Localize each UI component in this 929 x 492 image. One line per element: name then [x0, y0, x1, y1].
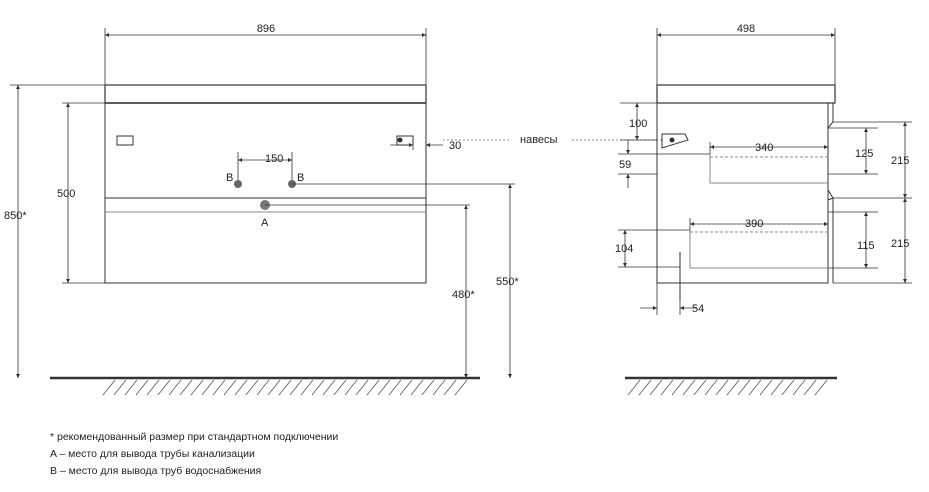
hatch-line: [146, 379, 160, 396]
hatch-line: [267, 379, 281, 396]
front-view: [10, 28, 515, 380]
dim-30: 30: [449, 140, 461, 152]
hatch-line: [245, 379, 259, 396]
hatch-line: [399, 379, 413, 396]
dim-850: 850*: [4, 210, 27, 222]
hatch-line: [671, 379, 685, 396]
hatch-line: [660, 379, 674, 396]
hatch-line: [377, 379, 391, 396]
hatch-line: [289, 379, 303, 396]
hatch-line: [649, 379, 663, 396]
hatch-line: [410, 379, 424, 396]
side-view: [618, 28, 912, 380]
dim-340: 340: [755, 142, 773, 154]
label-a: A: [261, 217, 269, 229]
hatch-line: [388, 379, 402, 396]
front-hanger-left: [116, 135, 134, 146]
hatch-line: [344, 379, 358, 396]
hatch-line: [814, 379, 828, 396]
dim-500: 500: [57, 188, 75, 200]
front-lower-drawer: [104, 197, 427, 284]
hatch-line: [770, 379, 784, 396]
hatch-line: [168, 379, 182, 396]
hatch-line: [256, 379, 270, 396]
hatch-line: [682, 379, 696, 396]
dim-550: 550*: [496, 276, 519, 288]
pipe-b-left: [234, 180, 242, 188]
hatch-line: [421, 379, 435, 396]
hanger-label: навесы: [520, 134, 558, 146]
front-floor-hatch: [102, 379, 468, 396]
hatch-line: [212, 379, 226, 396]
side-lower-drawer: [689, 230, 828, 269]
hatch-line: [715, 379, 729, 396]
dim-115: 115: [857, 240, 875, 252]
front-countertop: [104, 84, 427, 104]
hatch-line: [234, 379, 248, 396]
dim-59: 59: [619, 159, 631, 171]
hatch-line: [748, 379, 762, 396]
hatch-line: [190, 379, 204, 396]
dim-104: 104: [615, 243, 633, 255]
hatch-line: [792, 379, 806, 396]
dim-215-top: 215: [891, 155, 909, 167]
hatch-line: [278, 379, 292, 396]
side-countertop: [656, 84, 836, 104]
dim-480: 480*: [452, 289, 475, 301]
hatch-line: [627, 379, 641, 396]
hatch-line: [759, 379, 773, 396]
side-upper-front: [827, 102, 834, 130]
dim-498: 498: [737, 23, 755, 35]
hatch-line: [355, 379, 369, 396]
dim-215-bottom: 215: [891, 238, 909, 250]
note-recommended: * рекомендованный размер при стандартном…: [50, 431, 339, 443]
label-b-right: B: [297, 172, 304, 184]
hatch-line: [201, 379, 215, 396]
hatch-line: [124, 379, 138, 396]
hatch-line: [726, 379, 740, 396]
hatch-line: [803, 379, 817, 396]
label-b-left: B: [226, 172, 233, 184]
hatch-line: [432, 379, 446, 396]
hatch-line: [693, 379, 707, 396]
hatch-line: [638, 379, 652, 396]
side-lower-front: [827, 197, 834, 283]
hatch-line: [223, 379, 237, 396]
dim-150: 150: [265, 153, 283, 165]
hatch-line: [135, 379, 149, 396]
dim-100: 100: [629, 118, 647, 130]
note-b: B – место для вывода труб водоснабжения: [50, 465, 262, 477]
hatch-line: [322, 379, 336, 396]
hatch-line: [179, 379, 193, 396]
hatch-line: [300, 379, 314, 396]
side-body: [656, 102, 829, 284]
hatch-line: [102, 379, 116, 396]
dim-896: 896: [257, 23, 275, 35]
dim-54: 54: [692, 303, 704, 315]
hatch-line: [157, 379, 171, 396]
note-a: A – место для вывода трубы канализации: [50, 448, 255, 460]
hatch-line: [333, 379, 347, 396]
hatch-line: [781, 379, 795, 396]
hatch-line: [366, 379, 380, 396]
hatch-line: [737, 379, 751, 396]
side-floor-hatch: [627, 379, 828, 396]
dim-390: 390: [745, 218, 763, 230]
hatch-line: [113, 379, 127, 396]
hatch-line: [704, 379, 718, 396]
side-upper-drawer: [709, 154, 828, 184]
hatch-line: [454, 379, 468, 396]
hatch-line: [443, 379, 457, 396]
side-hanger: [661, 133, 689, 149]
hatch-line: [311, 379, 325, 396]
dim-125: 125: [855, 148, 873, 160]
